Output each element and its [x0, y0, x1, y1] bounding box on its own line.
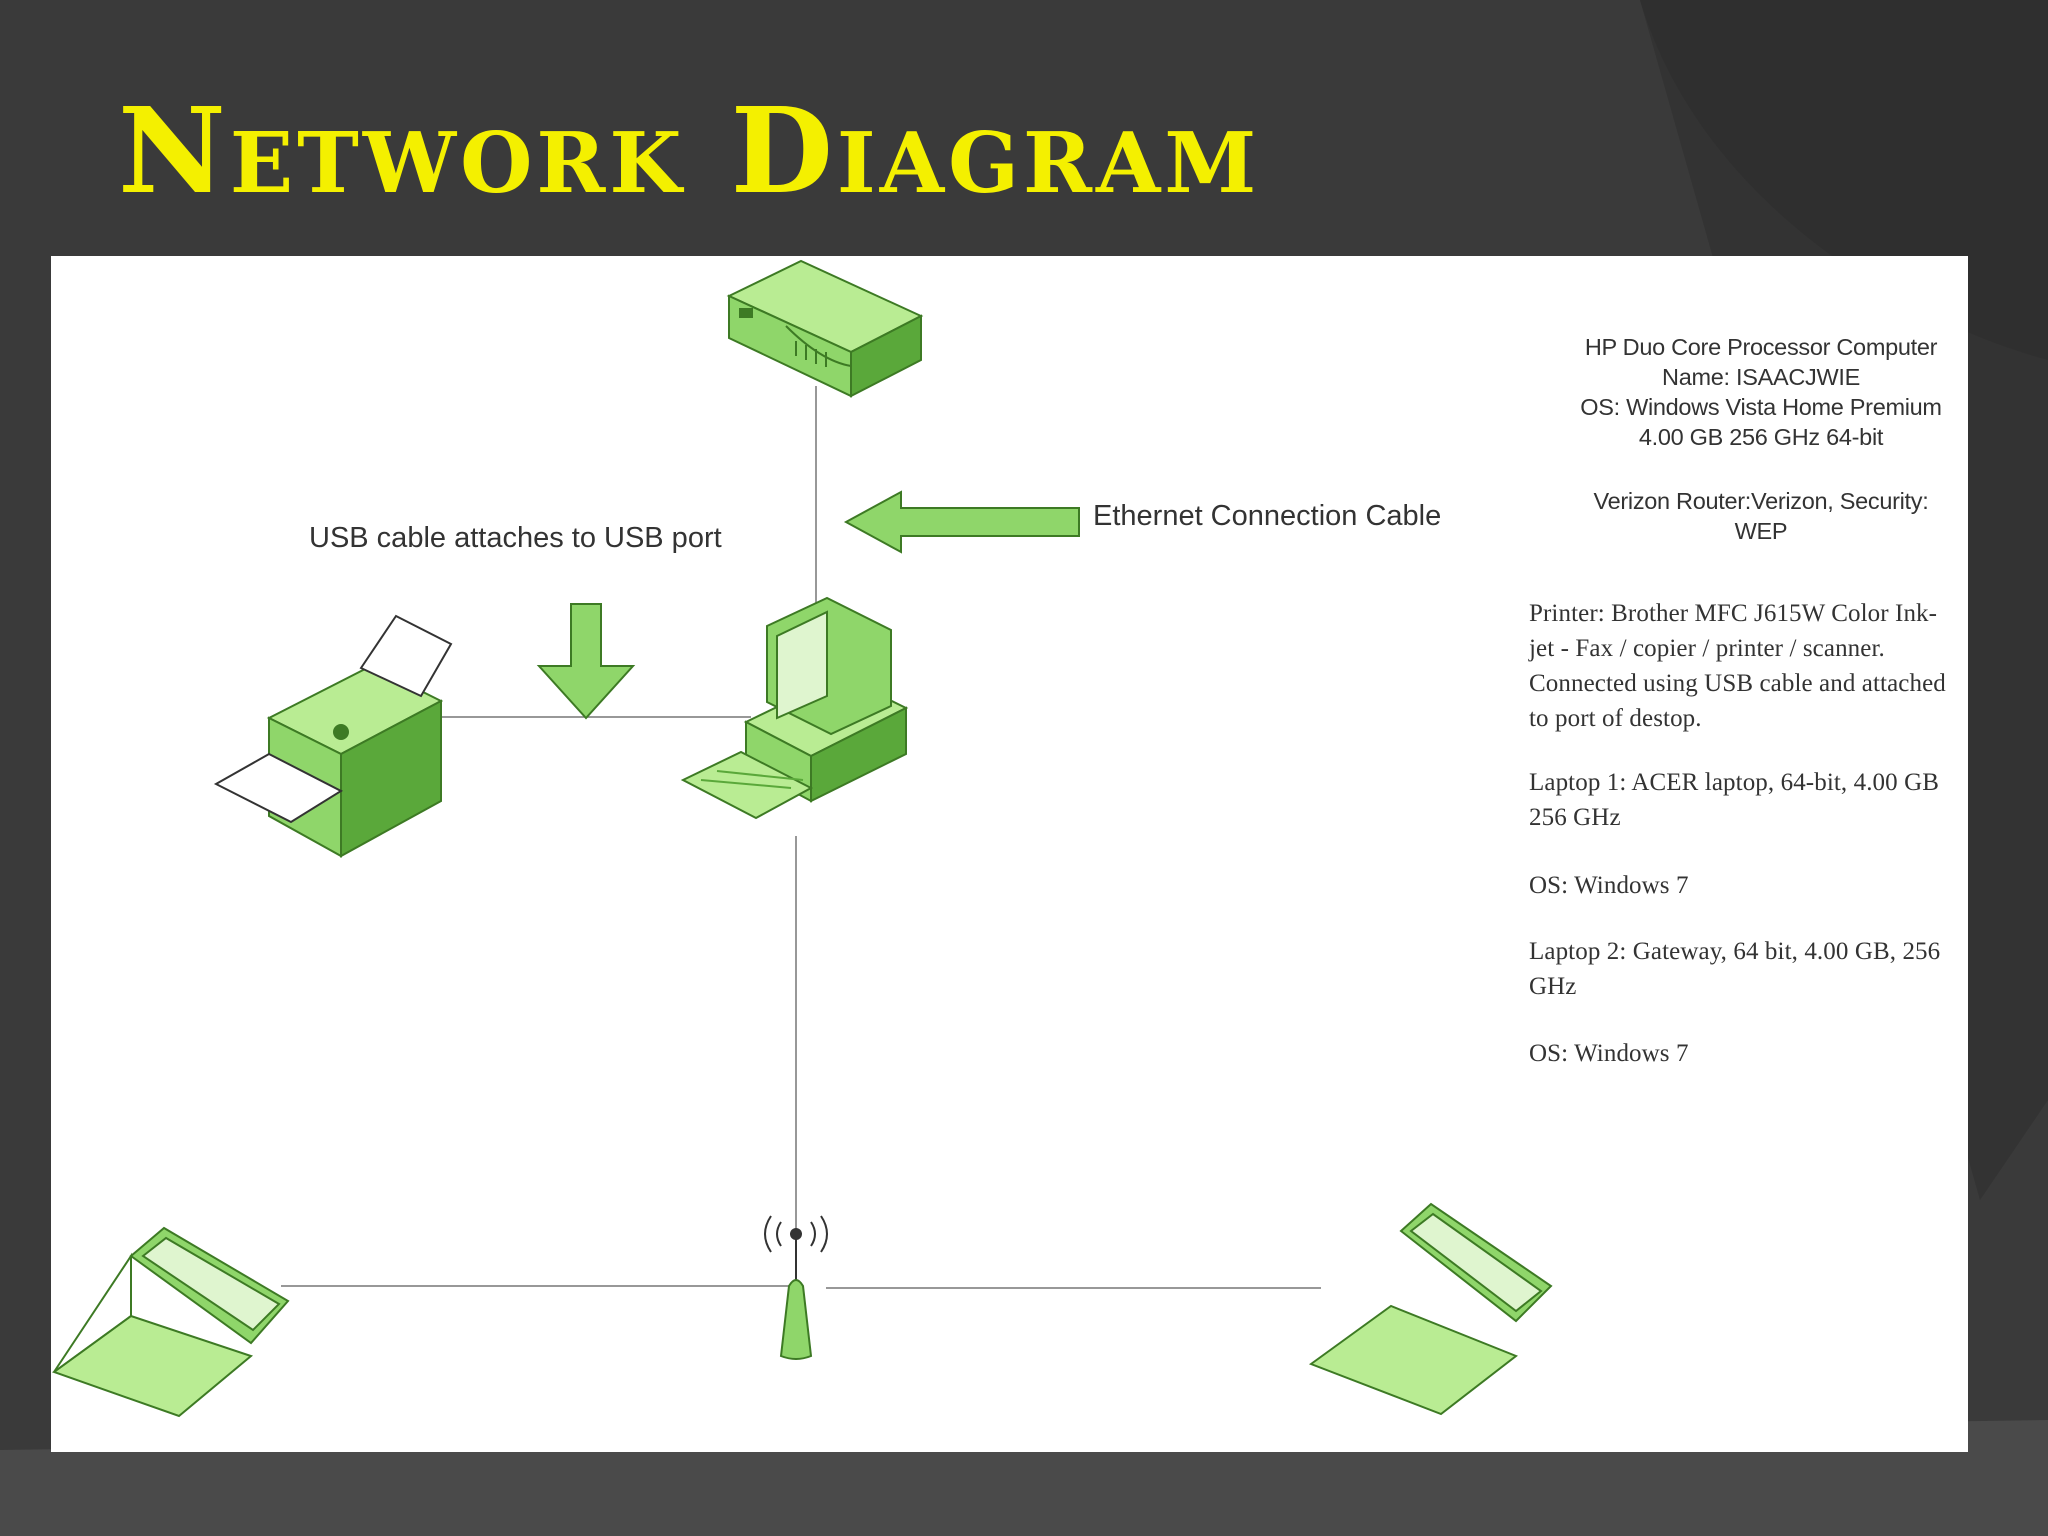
hp-line-1: HP Duo Core Processor Computer [1584, 334, 1938, 360]
printer-info: Printer: Brother MFC J615W Color Ink-jet… [1529, 600, 1946, 732]
printer-icon [213, 614, 453, 858]
desktop-computer-icon [680, 596, 909, 820]
laptop-1-info: Laptop 1: ACER laptop, 64-bit, 4.00 GB 2… [1529, 769, 1940, 831]
router-line-1: Verizon Router:Verizon, Security: [1593, 488, 1929, 514]
hp-computer-info: HP Duo Core Processor Computer Name: ISA… [1531, 332, 1968, 452]
network-diagram [51, 259, 1553, 1418]
slide-title: Network Diagram [118, 81, 1261, 220]
usb-arrow [536, 603, 636, 720]
diagram-panel: USB cable attaches to USB port Ethernet … [51, 256, 1968, 1452]
wireless-access-point-icon [764, 1215, 828, 1360]
ethernet-callout: Ethernet Connection Cable [1093, 500, 1442, 532]
usb-callout: USB cable attaches to USB port [309, 522, 722, 554]
laptop-2-info: Laptop 2: Gateway, 64 bit, 4.00 GB, 256 … [1529, 938, 1941, 1000]
laptop-2-icon [1308, 1202, 1553, 1416]
ethernet-arrow [843, 490, 1080, 554]
laptop-1-icon [51, 1226, 290, 1418]
laptop-2-os: OS: Windows 7 [1529, 1040, 1689, 1067]
hp-line-3: OS: Windows Vista Home Premium [1580, 394, 1942, 420]
router-info: Verizon Router:Verizon, Security: WEP [1531, 486, 1968, 546]
hp-line-4: 4.00 GB 256 GHz 64-bit [1638, 424, 1884, 450]
router-icon [726, 259, 924, 398]
hp-line-2: Name: ISAACJWIE [1662, 364, 1860, 390]
router-line-2: WEP [1734, 518, 1788, 544]
laptop-1-os: OS: Windows 7 [1529, 872, 1689, 899]
